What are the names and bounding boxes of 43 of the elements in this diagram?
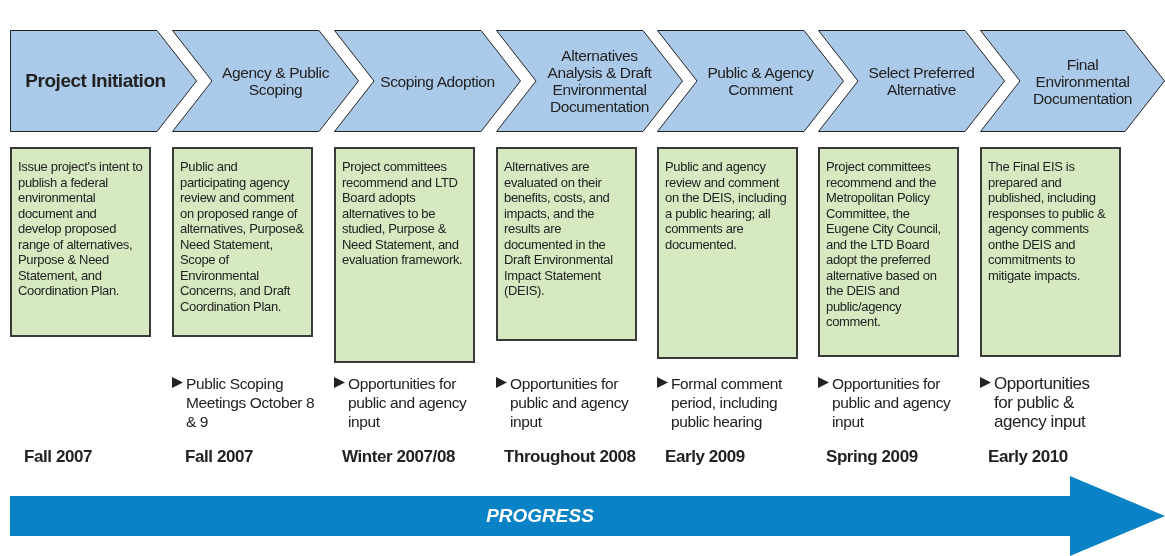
description-text: Issue project's intent to publish a federal environmental document and develop proposed range of alternatives, Purpose & Need Statement, and Coordination Plan. — [18, 159, 143, 299]
step-title: Agency & Public Scoping — [220, 64, 331, 98]
chevron-step — [10, 30, 197, 132]
date-label: Early 2010 — [988, 446, 1068, 468]
description-text: Public and agency review and comment on the DEIS, including a public hearing; all comments are documented. — [665, 159, 788, 252]
step-title: Project Initiation — [25, 69, 166, 93]
chevron-step — [172, 30, 359, 132]
description-text: Project committees recommend and LTD Board adopts alternatives to be studied, Purpose & Need Statement, and evaluation framework. — [342, 159, 464, 268]
opportunity-note: Opportunities for public and agency input — [510, 374, 630, 431]
description-box — [496, 147, 637, 341]
description-text: Project committees recommend and the Metropolitan Policy Committee, the Eugene City Council, and the LTD Board adopt the preferred alternative based on the DEIS and public/agency comment. — [826, 159, 942, 330]
opportunity-note: Opportunities for public and agency input — [832, 374, 952, 431]
chevron-step — [496, 30, 683, 132]
step-title: Final Environmental Documentation — [1031, 55, 1134, 107]
step-title: Alternatives Analysis & Draft Environmental Documentation — [546, 47, 653, 115]
date-label: Winter 2007/08 — [342, 446, 455, 468]
date-label: Spring 2009 — [826, 446, 918, 468]
chevron-step — [818, 30, 1005, 132]
description-box — [10, 147, 151, 337]
date-label: Early 2009 — [665, 446, 745, 468]
progress-label: PROGRESS — [486, 503, 594, 528]
description-text: Public and participating agency review and comment on proposed range of alternatives, Purpose& Need Statement, Scope of Environmental Concerns, and Draft Coordination Plan. — [180, 159, 305, 314]
opportunity-note: Opportunities for public and agency input — [348, 374, 468, 431]
description-box — [172, 147, 313, 337]
description-text: The Final EIS is prepared and published, including responses to public & agency comments onthe DEIS and commitments to mitigate impacts. — [988, 159, 1107, 283]
step-title: Public & Agency Comment — [706, 64, 815, 98]
chevron-step — [334, 30, 521, 132]
description-text: Alternatives are evaluated on their benefits, costs, and impacts, and the results are documented in the Draft Environmental Impact Statement (DEIS). — [504, 159, 614, 299]
date-label: Throughout 2008 — [504, 446, 636, 468]
step-title: Select Preferred Alternative — [867, 64, 976, 98]
description-box — [334, 147, 475, 363]
chevron-step — [980, 30, 1165, 132]
step-title: Scoping Adoption — [380, 72, 495, 90]
description-box — [980, 147, 1121, 357]
chevron-step — [657, 30, 844, 132]
date-label: Fall 2007 — [24, 446, 92, 468]
description-box — [657, 147, 798, 359]
opportunity-note: Opportunities for public & agency input — [994, 374, 1091, 431]
opportunity-note: Formal comment period, including public hearing — [671, 374, 783, 431]
date-label: Fall 2007 — [185, 446, 253, 468]
opportunity-note: Public Scoping Meetings October 8 & 9 — [186, 374, 316, 431]
description-box — [818, 147, 959, 357]
progress-arrow — [10, 476, 1165, 556]
